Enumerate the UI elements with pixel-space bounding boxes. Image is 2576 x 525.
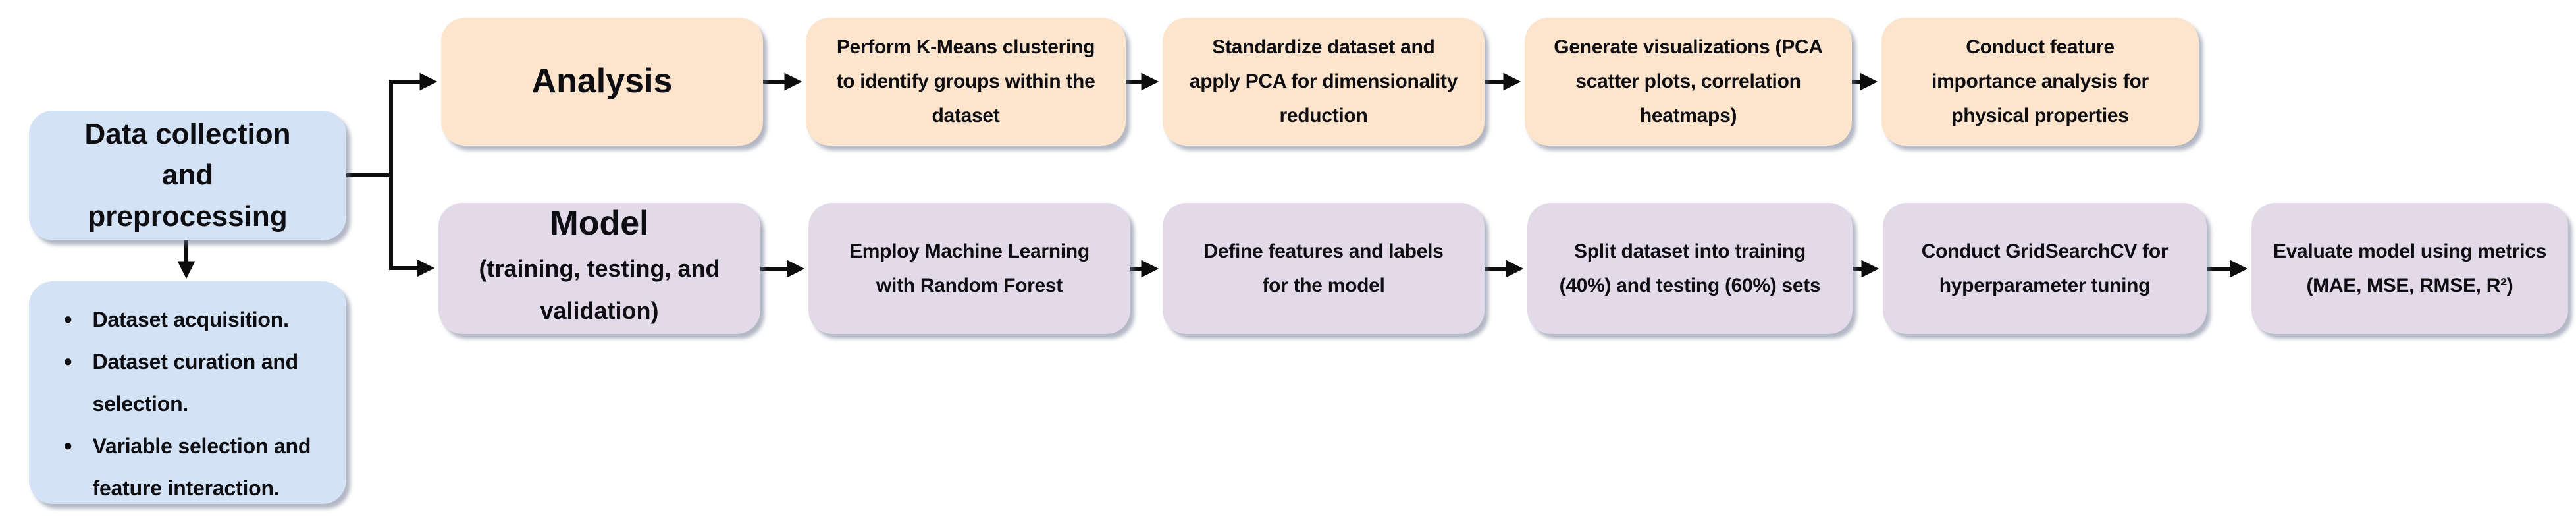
model-title: Model bbox=[550, 204, 649, 242]
node-analysis-step-feature-importance: Conduct feature importance analysis for … bbox=[1881, 18, 2199, 146]
data-collection-label: Data collection and preprocessing bbox=[84, 117, 291, 233]
bullet-icon: ● bbox=[63, 352, 73, 370]
node-model-step-features-labels: Define features and labels for the model bbox=[1163, 203, 1485, 334]
model-step-label: Conduct GridSearchCV for hyperparameter … bbox=[1921, 240, 2169, 296]
analysis-title: Analysis bbox=[531, 62, 673, 101]
node-preprocessing-details: ● Dataset acquisition. ● Dataset curatio… bbox=[29, 281, 346, 504]
analysis-step-label: Generate visualizations (PCA scatter plo… bbox=[1554, 36, 1823, 126]
node-model-step-evaluate-metrics: Evaluate model using metrics (MAE, MSE, … bbox=[2251, 203, 2568, 334]
model-step-label: Employ Machine Learning with Random Fore… bbox=[849, 240, 1090, 296]
model-step-label: Split dataset into training (40%) and te… bbox=[1559, 240, 1821, 296]
bullet-text: Dataset curation and selection. bbox=[92, 350, 299, 416]
list-item: ● Dataset curation and selection. bbox=[63, 341, 333, 425]
bullet-text: Variable selection and feature interacti… bbox=[92, 434, 311, 500]
node-model-header: Model (training, testing, and validation… bbox=[438, 203, 760, 334]
node-analysis-step-visualizations: Generate visualizations (PCA scatter plo… bbox=[1525, 18, 1852, 146]
node-data-collection: Data collection and preprocessing bbox=[29, 111, 346, 240]
node-analysis-step-pca: Standardize dataset and apply PCA for di… bbox=[1163, 18, 1485, 146]
node-analysis-step-kmeans: Perform K-Means clustering to identify g… bbox=[806, 18, 1126, 146]
list-item: ● Dataset acquisition. bbox=[63, 298, 333, 341]
bullet-icon: ● bbox=[63, 310, 73, 328]
node-model-step-random-forest: Employ Machine Learning with Random Fore… bbox=[808, 203, 1130, 334]
bullet-icon: ● bbox=[63, 437, 73, 455]
list-item: ● Variable selection and feature interac… bbox=[63, 425, 333, 509]
node-model-step-split-dataset: Split dataset into training (40%) and te… bbox=[1527, 203, 1853, 334]
model-step-label: Evaluate model using metrics (MAE, MSE, … bbox=[2273, 240, 2547, 296]
bullet-text: Dataset acquisition. bbox=[92, 308, 290, 331]
node-analysis-header: Analysis bbox=[441, 18, 763, 146]
analysis-step-label: Perform K-Means clustering to identify g… bbox=[836, 36, 1095, 126]
node-model-step-gridsearchcv: Conduct GridSearchCV for hyperparameter … bbox=[1883, 203, 2207, 334]
model-step-label: Define features and labels for the model bbox=[1203, 240, 1444, 296]
model-subtitle: (training, testing, and validation) bbox=[479, 254, 720, 325]
analysis-step-label: Conduct feature importance analysis for … bbox=[1932, 36, 2149, 126]
analysis-step-label: Standardize dataset and apply PCA for di… bbox=[1189, 36, 1458, 126]
